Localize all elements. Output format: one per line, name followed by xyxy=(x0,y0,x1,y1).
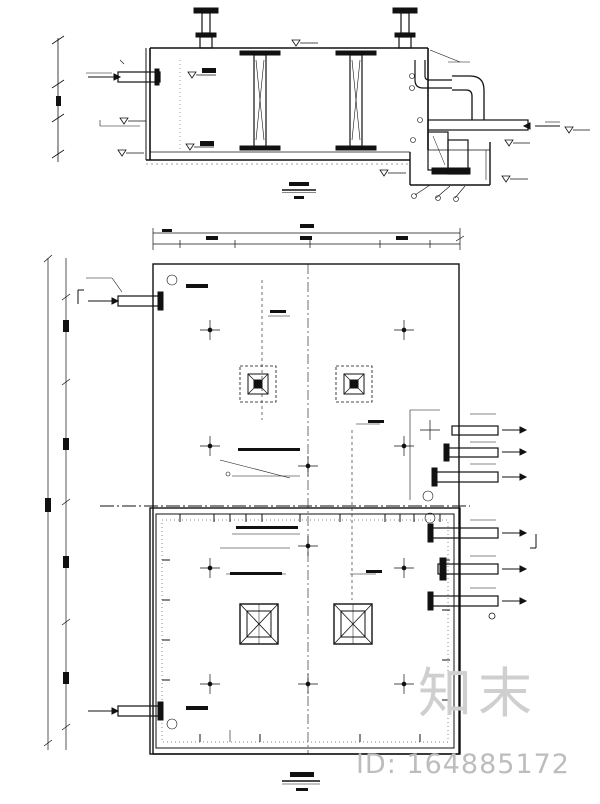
outlet-pipe-section xyxy=(414,60,560,175)
section-view xyxy=(51,7,590,202)
column-left xyxy=(239,50,281,151)
column-footing-lower-left xyxy=(239,603,279,645)
column-footing-upper-right xyxy=(335,365,373,403)
watermark-site-name: 知末 xyxy=(418,662,538,725)
plan-view xyxy=(43,224,537,791)
column-footing-upper-left xyxy=(239,365,277,403)
left-dimensions xyxy=(43,254,71,750)
column-right xyxy=(335,50,377,151)
outlet-pipes xyxy=(427,413,528,620)
section-markers xyxy=(77,289,537,549)
column-footing-lower-right xyxy=(333,603,373,645)
manhole-left xyxy=(193,7,219,49)
section-title xyxy=(282,182,316,199)
section-leaders xyxy=(99,49,470,202)
plan-title xyxy=(282,772,320,791)
manhole-right xyxy=(392,7,418,49)
plan-leaders xyxy=(166,274,436,742)
wall-anchors xyxy=(162,513,450,742)
inlet-pipe-lower xyxy=(88,701,164,721)
inlet-pipe-section xyxy=(86,68,161,86)
watermark-id: ID: 164885172 xyxy=(355,749,570,780)
level-markers-section xyxy=(117,39,590,183)
inlet-pipe-upper xyxy=(86,277,164,311)
top-dimensions xyxy=(152,224,465,250)
anchor-crosshairs xyxy=(200,320,440,694)
